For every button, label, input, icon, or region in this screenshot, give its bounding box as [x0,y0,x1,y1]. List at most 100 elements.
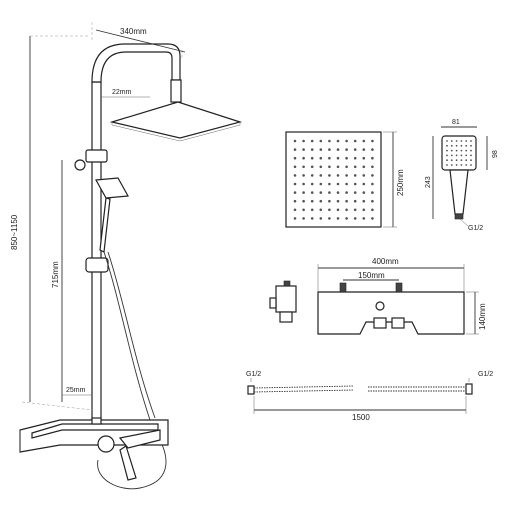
nozzle-dot [302,217,305,220]
hand-nozzle-grid [446,140,472,166]
nozzle-dot [319,182,323,186]
nozzle-dot [319,191,323,194]
nozzle-dot [345,148,348,151]
nozzle-dot [336,182,340,186]
nozzle-dot [336,199,340,203]
nozzle-dot [336,174,340,177]
nozzle-dot [345,191,348,194]
hand-nozzle-dot [465,154,468,157]
dim-mixer-width: 400mm [372,257,399,266]
nozzle-dot [371,148,374,151]
overhead-head [109,101,243,139]
nozzle-dot [336,156,340,160]
nozzle-dot [310,199,314,203]
hand-shower-side [95,177,129,253]
nozzle-dot [353,217,357,220]
hand-nozzle-dot [470,159,472,162]
nozzle-dot [353,191,357,194]
nozzle-dot [345,217,348,220]
hand-nozzle-dot [450,154,453,157]
dim-hose-thread-left: G1/2 [246,371,261,378]
nozzle-dot [302,156,305,160]
dim-height-range: 850~1150 [10,214,19,250]
nozzle-dot [345,208,348,212]
nozzle-dot [310,191,314,194]
hand-nozzle-dot [470,154,472,157]
dim-hose-length: 1500 [352,413,370,422]
nozzle-dot [328,199,331,203]
nozzle-dot [371,217,374,220]
hand-nozzle-dot [446,164,448,166]
nozzle-dot [362,139,366,143]
nozzle-dot [336,217,340,220]
hand-nozzle-dot [450,140,453,142]
nozzle-dot [302,139,305,143]
hand-nozzle-dot [446,144,448,147]
hand-nozzle-dot [460,154,463,157]
hand-nozzle-dot [450,159,453,162]
nozzle-dot [353,174,357,177]
nozzle-dot [353,165,357,169]
nozzle-dot [328,182,331,186]
nozzle-dot [345,182,348,186]
nozzle-dot [362,165,366,169]
dim-width-top: 340mm [120,27,147,36]
nozzle-dot [293,156,297,160]
nozzle-dot [336,165,340,169]
nozzle-dot [319,174,323,177]
nozzle-dot [336,191,340,194]
dim-hose-thread-right: G1/2 [478,371,493,378]
nozzle-dot [371,191,374,194]
nozzle-dot [328,208,331,212]
nozzle-dot [319,199,323,203]
nozzle-dot [293,208,297,212]
nozzle-dot [302,174,305,177]
nozzle-dot [362,191,366,194]
nozzle-dot [319,148,323,151]
hose-view: G1/2 G1/2 1500 [246,371,493,422]
nozzle-dot [293,217,297,220]
dim-hand-thread: G1/2 [468,225,483,232]
nozzle-dot [328,174,331,177]
nozzle-dot [293,165,297,169]
column-dimensions: 340mm 22mm 850~1150 715mm 25mm [10,22,186,411]
nozzle-dot [302,165,305,169]
nozzle-dot [319,217,323,220]
nozzle-dot [328,165,331,169]
hand-nozzle-dot [455,159,458,162]
nozzle-dot [345,156,348,160]
hand-nozzle-dot [450,164,453,166]
dim-mixer-center: 150mm [358,271,385,280]
nozzle-dot [345,165,348,169]
nozzle-dot [319,165,323,169]
hand-nozzle-dot [470,140,472,142]
nozzle-dot [310,182,314,186]
hand-nozzle-dot [465,159,468,162]
nozzle-dot [371,165,374,169]
nozzle-dot [362,199,366,203]
dim-head-size: 250mm [396,169,405,196]
hand-nozzle-dot [446,149,448,152]
nozzle-dot [362,156,366,160]
shower-column [19,43,243,490]
hand-nozzle-dot [455,140,458,142]
hand-nozzle-dot [460,144,463,147]
nozzle-dot [293,139,297,143]
nozzle-dot [336,148,340,151]
hand-nozzle-dot [455,154,458,157]
hand-nozzle-dot [446,140,448,142]
nozzle-dot [362,217,366,220]
hand-nozzle-dot [450,144,453,147]
nozzle-dot [371,174,374,177]
nozzle-dot [302,182,305,186]
nozzle-dot [328,191,331,194]
hand-shower-front-view: 81 98 243 G1/2 [425,119,499,232]
nozzle-dot [310,208,314,212]
nozzle-dot [371,208,374,212]
nozzle-dot [310,148,314,151]
hand-nozzle-dot [470,164,472,166]
nozzle-dot [310,139,314,143]
nozzle-dot [362,174,366,177]
nozzle-dot [293,148,297,151]
dim-mixer-height: 140mm [478,303,487,330]
